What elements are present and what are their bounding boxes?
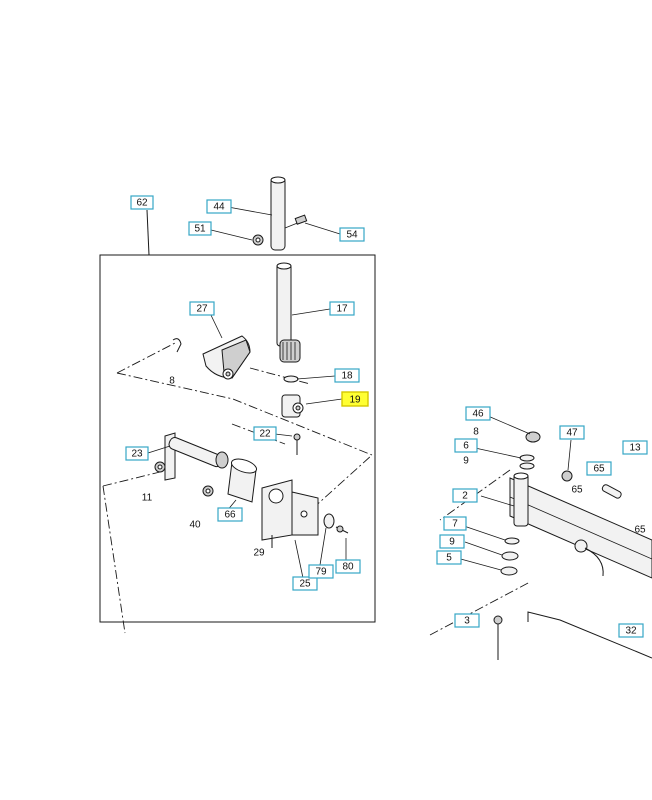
coupler-19 bbox=[281, 394, 304, 418]
nut-47 bbox=[561, 470, 573, 482]
callout-80[interactable]: 80 bbox=[335, 559, 361, 574]
svg-text:19: 19 bbox=[349, 395, 361, 406]
label-40: 40 bbox=[189, 520, 201, 531]
callout-19-highlighted[interactable]: 19 bbox=[341, 391, 369, 407]
bracket-23 bbox=[164, 432, 229, 481]
svg-text:47: 47 bbox=[566, 428, 578, 439]
label-29: 29 bbox=[253, 548, 265, 559]
svg-text:17: 17 bbox=[336, 304, 348, 315]
callout-2[interactable]: 2 bbox=[452, 488, 478, 503]
callout-79[interactable]: 79 bbox=[308, 564, 334, 579]
svg-text:7: 7 bbox=[452, 519, 458, 530]
svg-text:25: 25 bbox=[299, 579, 311, 590]
callout-5[interactable]: 5 bbox=[436, 550, 462, 565]
nut-40 bbox=[202, 485, 214, 497]
pin-8 bbox=[172, 338, 182, 353]
callout-44[interactable]: 44 bbox=[206, 199, 232, 214]
svg-text:80: 80 bbox=[342, 562, 354, 573]
callout-27[interactable]: 27 bbox=[189, 301, 215, 316]
pin-65 bbox=[601, 484, 622, 499]
svg-text:23: 23 bbox=[131, 449, 143, 460]
svg-text:9: 9 bbox=[449, 537, 455, 548]
svg-text:6: 6 bbox=[463, 441, 469, 452]
bolt-80 bbox=[335, 525, 349, 534]
callout-17[interactable]: 17 bbox=[329, 301, 355, 316]
svg-text:46: 46 bbox=[472, 409, 484, 420]
washer-right-9b bbox=[501, 551, 519, 561]
svg-text:2: 2 bbox=[462, 491, 468, 502]
svg-text:22: 22 bbox=[259, 429, 271, 440]
svg-text:13: 13 bbox=[629, 443, 641, 454]
nut-11 bbox=[154, 461, 166, 473]
callout-62[interactable]: 62 bbox=[130, 195, 154, 210]
svg-text:65: 65 bbox=[593, 464, 605, 475]
nut-51 bbox=[252, 234, 264, 246]
guide-line bbox=[249, 367, 311, 385]
guide-line bbox=[116, 342, 176, 374]
svg-text:44: 44 bbox=[213, 202, 225, 213]
guide-line bbox=[439, 469, 511, 521]
bracket-25 bbox=[261, 479, 319, 541]
label-8: 8 bbox=[169, 376, 175, 387]
svg-text:18: 18 bbox=[341, 371, 353, 382]
screw-22 bbox=[293, 433, 301, 455]
callout-46[interactable]: 46 bbox=[465, 406, 491, 421]
guide-line bbox=[429, 581, 531, 636]
label-8-right: 8 bbox=[473, 427, 479, 438]
callout-47[interactable]: 47 bbox=[559, 425, 585, 440]
callout-32[interactable]: 32 bbox=[618, 623, 644, 638]
upper-shaft bbox=[270, 176, 308, 251]
guide-line bbox=[299, 454, 373, 521]
svg-text:5: 5 bbox=[446, 553, 452, 564]
label-65-edge: 65 bbox=[634, 525, 646, 536]
rod-32 bbox=[527, 611, 652, 659]
svg-text:54: 54 bbox=[346, 230, 358, 241]
guide-line bbox=[102, 471, 161, 487]
label-11: 11 bbox=[142, 493, 153, 504]
washer-right-9a bbox=[519, 462, 535, 470]
label-65-right: 65 bbox=[571, 485, 583, 496]
callout-25[interactable]: 25 bbox=[292, 576, 318, 591]
callout-13[interactable]: 13 bbox=[622, 440, 648, 455]
callout-6[interactable]: 6 bbox=[454, 438, 478, 453]
knob-46 bbox=[525, 431, 541, 443]
callout-3[interactable]: 3 bbox=[454, 613, 480, 628]
washer-right-7 bbox=[504, 537, 520, 545]
sleeve-66 bbox=[227, 458, 258, 503]
label-9-right: 9 bbox=[463, 456, 469, 467]
callout-54[interactable]: 54 bbox=[339, 227, 365, 242]
callout-66[interactable]: 66 bbox=[217, 507, 243, 522]
callout-65[interactable]: 65 bbox=[586, 461, 612, 476]
callout-51[interactable]: 51 bbox=[188, 221, 212, 236]
svg-text:66: 66 bbox=[224, 510, 236, 521]
washer-right-5 bbox=[500, 566, 518, 576]
assembly-frame bbox=[99, 254, 376, 623]
axle-assembly bbox=[509, 472, 652, 579]
svg-text:62: 62 bbox=[136, 198, 148, 209]
callout-23[interactable]: 23 bbox=[125, 446, 149, 461]
steering-shaft bbox=[276, 262, 301, 363]
svg-text:27: 27 bbox=[196, 304, 208, 315]
guide-line bbox=[231, 423, 286, 445]
washer-18 bbox=[283, 375, 299, 383]
callout-18[interactable]: 18 bbox=[334, 368, 360, 383]
svg-text:3: 3 bbox=[464, 616, 470, 627]
svg-text:32: 32 bbox=[625, 626, 637, 637]
washer-79 bbox=[323, 513, 335, 529]
washer-right-6 bbox=[519, 454, 535, 462]
guide-line bbox=[116, 372, 373, 456]
gear-sector-27 bbox=[202, 335, 251, 380]
svg-text:79: 79 bbox=[315, 567, 327, 578]
callout-9[interactable]: 9 bbox=[439, 534, 465, 549]
callout-22[interactable]: 22 bbox=[253, 426, 277, 441]
svg-text:51: 51 bbox=[194, 224, 206, 235]
guide-line bbox=[102, 485, 126, 634]
callout-7[interactable]: 7 bbox=[443, 516, 467, 531]
lower-shaft-3 bbox=[493, 615, 503, 660]
